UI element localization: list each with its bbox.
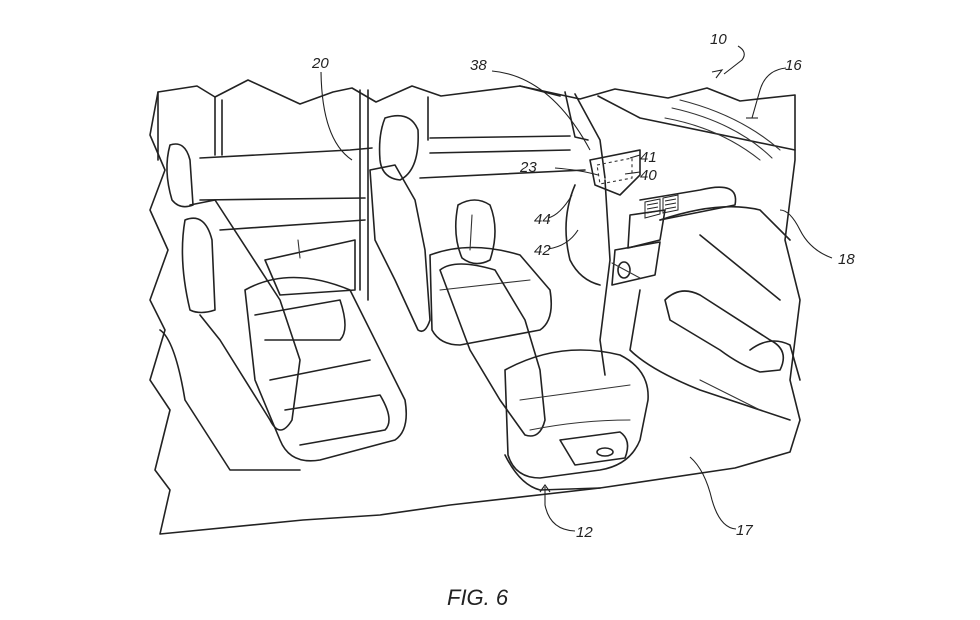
ref-41: 41	[640, 149, 657, 166]
reference-numerals: 10 16 20 38 23 41 40 44 42 18 12 17	[311, 31, 855, 541]
leader-lines	[320, 45, 833, 532]
ref-20: 20	[311, 55, 329, 72]
ref-23: 23	[519, 159, 537, 176]
ref-10: 10	[710, 31, 727, 48]
ref-40: 40	[640, 167, 657, 184]
ref-17: 17	[736, 522, 753, 539]
ref-44: 44	[534, 211, 551, 228]
ref-16: 16	[785, 57, 802, 74]
second-row-seat	[369, 114, 553, 346]
ref-42: 42	[534, 242, 551, 259]
ref-18: 18	[838, 251, 855, 268]
front-passenger-seat	[439, 199, 649, 491]
rear-seat	[159, 143, 408, 471]
ref-12: 12	[576, 524, 593, 541]
ref-38: 38	[470, 57, 487, 74]
cabin-structure	[157, 85, 796, 301]
boundary-outline	[149, 79, 801, 535]
dashboard	[565, 149, 801, 421]
figure-caption: FIG. 6	[447, 585, 509, 610]
